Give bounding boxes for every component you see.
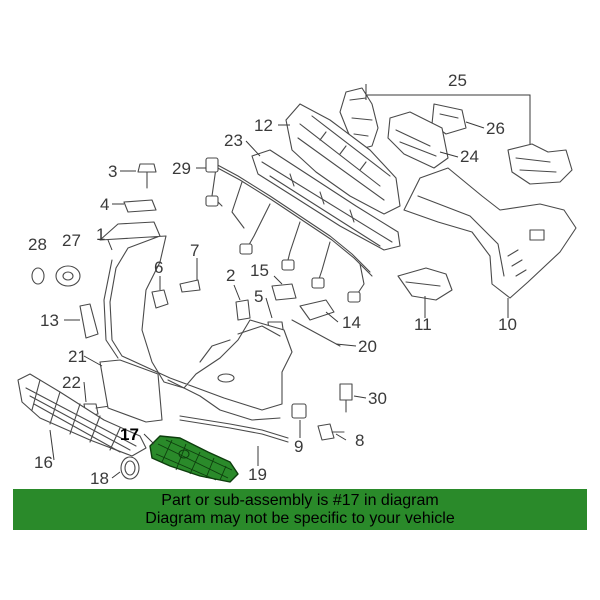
part-4-nut-plate xyxy=(123,199,157,213)
callout-1: 1 xyxy=(96,225,105,244)
callout-29: 29 xyxy=(172,159,191,178)
part-1-bumper-cover xyxy=(99,221,293,421)
part-21-plate-bracket xyxy=(99,359,163,423)
callout-19: 19 xyxy=(248,465,267,484)
callout-13: 13 xyxy=(40,311,59,330)
callout-25: 25 xyxy=(448,71,467,90)
callout-3: 3 xyxy=(108,162,117,181)
callout-9: 9 xyxy=(294,437,303,456)
callout-10: 10 xyxy=(498,315,517,334)
part-26-clip xyxy=(431,103,467,135)
callout-26: 26 xyxy=(486,119,505,138)
part-12-energy-absorber xyxy=(285,103,401,215)
part-notice-banner: Part or sub-assembly is #17 in diagram D… xyxy=(13,489,587,530)
callout-7: 7 xyxy=(190,241,199,260)
part-19-trim-strip xyxy=(179,415,289,443)
callout-27: 27 xyxy=(62,231,81,250)
callout-15: 15 xyxy=(250,261,269,280)
leader-lines xyxy=(49,84,531,479)
callout-28: 28 xyxy=(28,235,47,254)
callout-labels: 25 26 24 12 23 29 3 4 1 27 28 7 6 2 15 5… xyxy=(28,71,517,488)
callout-5: 5 xyxy=(254,287,263,306)
callout-6: 6 xyxy=(154,258,163,277)
callout-21: 21 xyxy=(68,347,87,366)
callout-17: 17 xyxy=(120,425,139,444)
part-16-grille xyxy=(17,373,147,457)
part-28-grommet xyxy=(31,267,45,285)
callout-16: 16 xyxy=(34,453,53,472)
part-27-sensor xyxy=(55,265,81,287)
part-24-bracket xyxy=(387,111,449,169)
part-18-trim-ring xyxy=(120,456,140,480)
part-29-wiring-harness xyxy=(205,157,373,303)
callout-11: 11 xyxy=(414,315,432,334)
callout-2: 2 xyxy=(226,266,235,285)
part-9-clip xyxy=(291,403,307,419)
part-3-bolt xyxy=(137,163,157,189)
callout-4: 4 xyxy=(100,195,109,214)
callout-12: 12 xyxy=(254,116,273,135)
callout-14: 14 xyxy=(342,313,361,332)
part-17-fog-lamp-grille xyxy=(149,435,239,483)
part-20-strip xyxy=(291,319,341,347)
part-25-bracket-right xyxy=(507,143,573,185)
callout-18: 18 xyxy=(90,469,109,488)
banner-line-1: Part or sub-assembly is #17 in diagram xyxy=(161,492,439,509)
part-11-bracket xyxy=(397,267,453,301)
part-6-clip xyxy=(151,289,169,309)
callout-23: 23 xyxy=(224,131,243,150)
part-15-bracket xyxy=(271,283,297,301)
callout-22: 22 xyxy=(62,373,81,392)
callout-8: 8 xyxy=(355,431,364,450)
part-10-bracket xyxy=(403,167,577,299)
callout-24: 24 xyxy=(460,147,479,166)
part-13-bracket xyxy=(79,303,99,339)
part-8-bolt xyxy=(317,423,345,441)
part-23-impact-bar xyxy=(251,149,401,251)
part-30-sensor xyxy=(339,383,353,413)
callout-30: 30 xyxy=(368,389,387,408)
part-14-cover xyxy=(299,299,335,321)
banner-line-2: Diagram may not be specific to your vehi… xyxy=(145,510,455,527)
part-7-screw xyxy=(179,279,201,293)
callout-20: 20 xyxy=(358,337,377,356)
part-2-screw xyxy=(235,299,251,321)
